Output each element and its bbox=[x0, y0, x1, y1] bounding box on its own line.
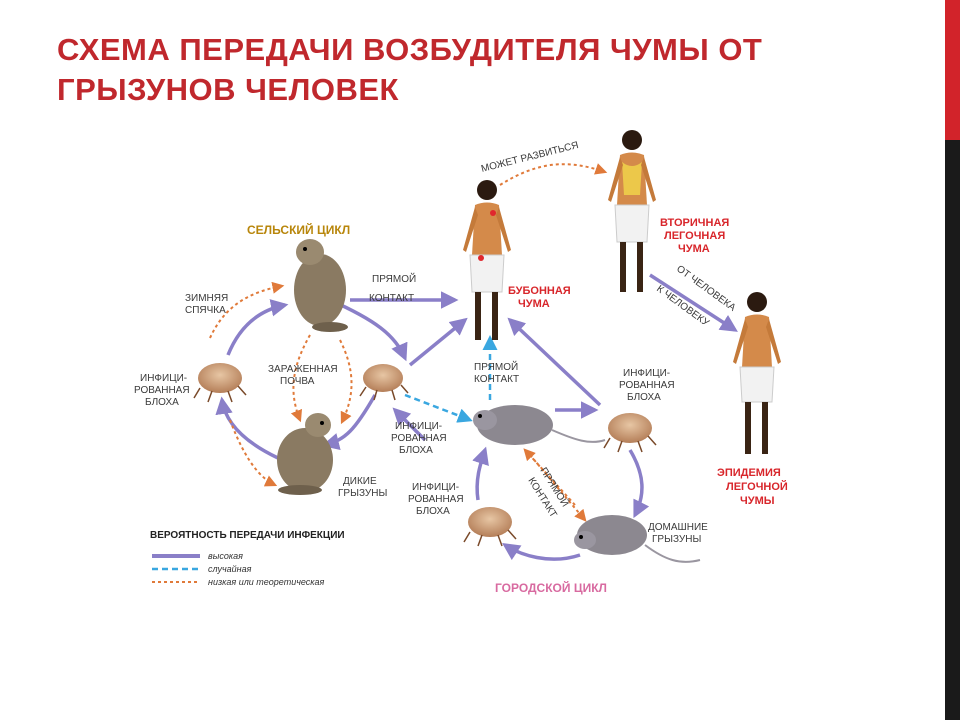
arrow-orange-bottom-left bbox=[229, 419, 278, 487]
urban-cycle-label: Городской цикл bbox=[495, 580, 607, 595]
flea-left-label-2: рованная bbox=[134, 385, 190, 396]
flea-right-label-3: блоха bbox=[627, 392, 661, 403]
marmot-top-figure bbox=[294, 239, 348, 332]
rural-cycle-label: Сельский цикл bbox=[247, 222, 350, 237]
flea-right-label-1: Инфици- bbox=[623, 368, 670, 379]
legend-label-high: высокая bbox=[208, 551, 243, 561]
arrow-flea-right-to-human bbox=[507, 317, 602, 407]
infected-soil-label-2: почва bbox=[280, 376, 315, 387]
arrow-flea-to-human bbox=[408, 317, 468, 367]
direct-contact-1-label-2: контакт bbox=[369, 293, 414, 304]
epidemic-label-1: Эпидемия bbox=[717, 467, 781, 479]
legend-title: Вероятность передачи инфекции bbox=[150, 530, 345, 541]
direct-contact-2-label-1: Прямой bbox=[474, 360, 518, 373]
domestic-rodents-label-2: грызуны bbox=[652, 534, 701, 545]
secondary-plague-label-1: Вторичная bbox=[660, 217, 729, 229]
human-epidemic-figure bbox=[733, 292, 781, 454]
may-develop-label: Может развиться bbox=[480, 140, 580, 175]
arrow-direct-contact-urban-down bbox=[529, 454, 587, 522]
bubonic-plague-label-2: чума bbox=[518, 298, 550, 310]
arrow-flea-to-rat-random bbox=[404, 393, 473, 423]
arrow-direct-contact-urban-up bbox=[523, 448, 576, 506]
hibernation-label-1: Зимняя bbox=[185, 293, 228, 304]
slide-title: Схема передачи возбудителя чумы от грызу… bbox=[57, 32, 763, 107]
legend: Вероятность передачи инфекции высокая сл… bbox=[150, 530, 345, 587]
rat-center-figure bbox=[473, 405, 606, 445]
flea-bottom-label-2: рованная bbox=[408, 494, 464, 505]
bubonic-plague-label-1: Бубонная bbox=[508, 285, 571, 297]
direct-contact-2-label-2: контакт bbox=[474, 374, 519, 385]
infected-soil-label-1: Зараженная bbox=[268, 364, 338, 375]
wild-rodents-label-2: грызуны bbox=[338, 488, 387, 499]
arrow-flea-bottom-to-rat bbox=[472, 446, 489, 501]
epidemic-label-3: чумы bbox=[740, 495, 775, 507]
flea-center-figure bbox=[359, 364, 409, 401]
arrow-soil-right bbox=[339, 339, 353, 425]
human-bubonic-figure bbox=[463, 180, 511, 340]
marmot-bottom-figure bbox=[277, 413, 333, 495]
side-bar bbox=[945, 0, 960, 720]
flea-center-label-3: блоха bbox=[399, 445, 433, 456]
flea-left-figure bbox=[193, 363, 247, 403]
arrow-flea-to-rodent bbox=[226, 299, 289, 356]
epidemic-label-2: легочной bbox=[726, 480, 788, 493]
flea-center-label-2: рованная bbox=[391, 433, 447, 444]
flea-left-label-1: Инфици- bbox=[140, 373, 187, 384]
flea-center-label-1: Инфици- bbox=[395, 421, 442, 432]
flea-bottom-label-3: блоха bbox=[416, 506, 450, 517]
arrow-person-to-person bbox=[649, 273, 738, 332]
arrow-soil-left bbox=[290, 334, 311, 423]
arrow-domestic-to-flea bbox=[502, 543, 581, 561]
flea-right-label-2: рованная bbox=[619, 380, 675, 391]
wild-rodents-label-1: Дикие bbox=[343, 476, 377, 487]
legend-label-random: случайная bbox=[208, 564, 252, 574]
human-secondary-figure bbox=[608, 130, 656, 292]
domestic-rodents-label-1: Домашние bbox=[648, 522, 708, 533]
arrow-may-develop bbox=[499, 163, 608, 186]
secondary-plague-label-2: легочная bbox=[664, 230, 725, 242]
rat-domestic-figure bbox=[574, 515, 701, 563]
arrow-flea-to-domestic bbox=[628, 449, 650, 519]
side-bar-accent bbox=[945, 0, 960, 140]
arrow-wild-rodent-to-flea bbox=[215, 396, 279, 460]
direct-contact-1-label-1: Прямой bbox=[372, 272, 416, 285]
flea-right-figure bbox=[603, 413, 657, 453]
flea-left-label-3: блоха bbox=[145, 397, 179, 408]
arrow-flea-to-wild-rodent bbox=[321, 394, 377, 451]
flea-bottom-label-1: Инфици- bbox=[412, 482, 459, 493]
legend-label-low: низкая или теоретическая bbox=[208, 577, 325, 587]
arrow-rat-to-flea bbox=[392, 407, 427, 442]
hibernation-label-2: спячка bbox=[185, 305, 226, 316]
secondary-plague-label-3: чума bbox=[678, 243, 710, 255]
flea-bottom-figure bbox=[463, 507, 517, 547]
